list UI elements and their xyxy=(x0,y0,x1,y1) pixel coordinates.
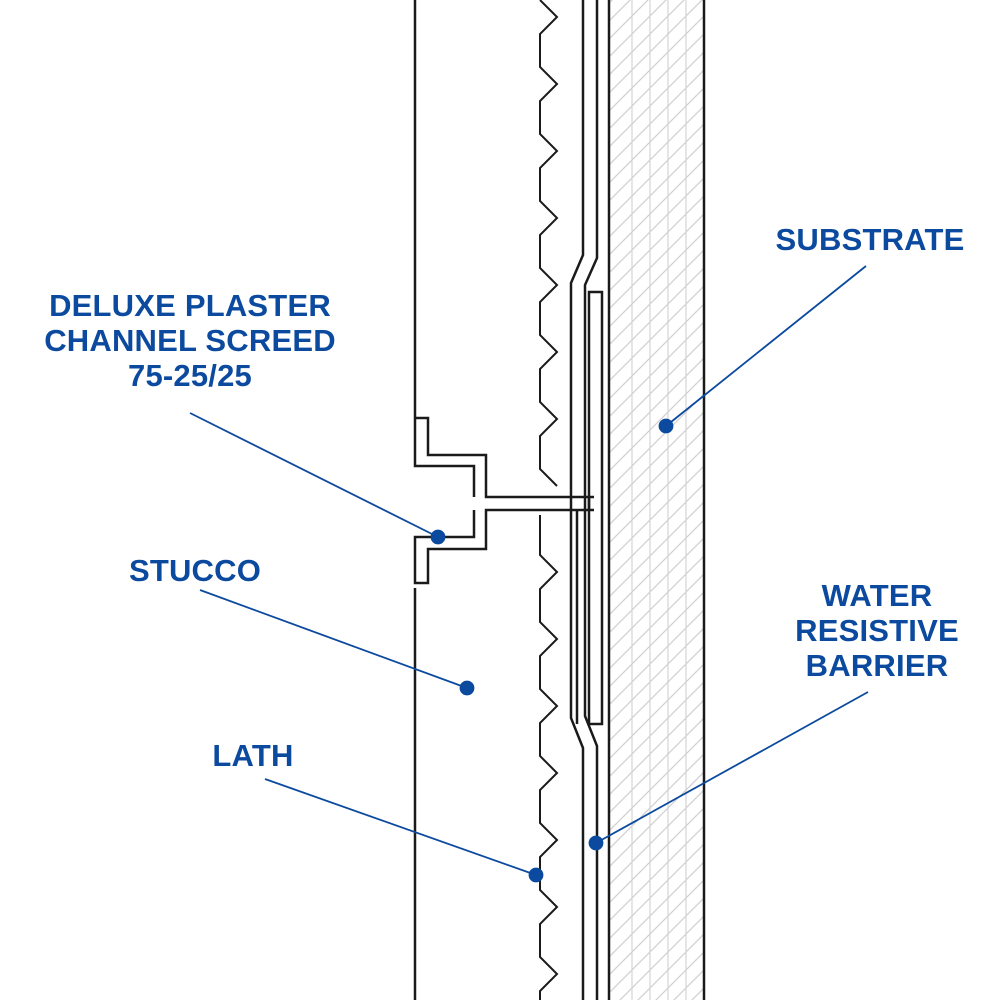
label-line: BARRIER xyxy=(805,648,949,683)
leader-screed xyxy=(189,412,439,538)
leaders xyxy=(189,265,869,883)
label-line: CHANNEL SCREED xyxy=(44,323,336,358)
leader-dot-wrb xyxy=(588,835,604,851)
leader-dot-lath xyxy=(528,867,544,883)
label-line: 75-25/25 xyxy=(128,358,252,393)
lath-upper xyxy=(539,0,559,487)
label-line: RESISTIVE xyxy=(795,613,959,648)
screed-profile-outer-bottom xyxy=(413,508,594,585)
label-channel-screed: DELUXE PLASTER CHANNEL SCREED 75-25/25 xyxy=(16,288,364,393)
leader-dot-stucco xyxy=(459,680,475,696)
substrate-fill xyxy=(609,0,704,1000)
label-substrate: SUBSTRATE xyxy=(754,222,986,257)
leader-dot-screed xyxy=(430,529,446,545)
wrb-outer-line xyxy=(569,0,585,1000)
substrate xyxy=(607,0,706,1000)
leader-wrb xyxy=(595,691,869,844)
label-line: SUBSTRATE xyxy=(775,222,965,257)
label-lath: LATH xyxy=(196,738,310,773)
plaster-channel-screed xyxy=(413,416,594,724)
screed-profile-outer-top xyxy=(415,416,594,499)
label-water-resistive-barrier: WATER RESISTIVE BARRIER xyxy=(772,578,982,683)
screed-flange xyxy=(587,290,604,726)
screed-profile-inner-top xyxy=(413,418,476,497)
label-line: WATER xyxy=(821,578,933,613)
lath xyxy=(539,0,559,1000)
label-line: DELUXE PLASTER xyxy=(49,288,331,323)
screed-web-joint xyxy=(575,497,591,724)
leader-stucco xyxy=(199,589,468,689)
label-line: LATH xyxy=(212,738,294,773)
label-stucco: STUCCO xyxy=(110,553,280,588)
water-resistive-barrier xyxy=(569,0,599,1000)
screed-back-flange xyxy=(587,290,604,726)
leader-dot-substrate xyxy=(658,418,674,434)
lath-lower xyxy=(539,515,559,1000)
leader-lath xyxy=(264,778,537,876)
wrb-inner-line xyxy=(583,0,599,1000)
label-line: STUCCO xyxy=(128,553,262,588)
leader-substrate xyxy=(665,265,867,427)
